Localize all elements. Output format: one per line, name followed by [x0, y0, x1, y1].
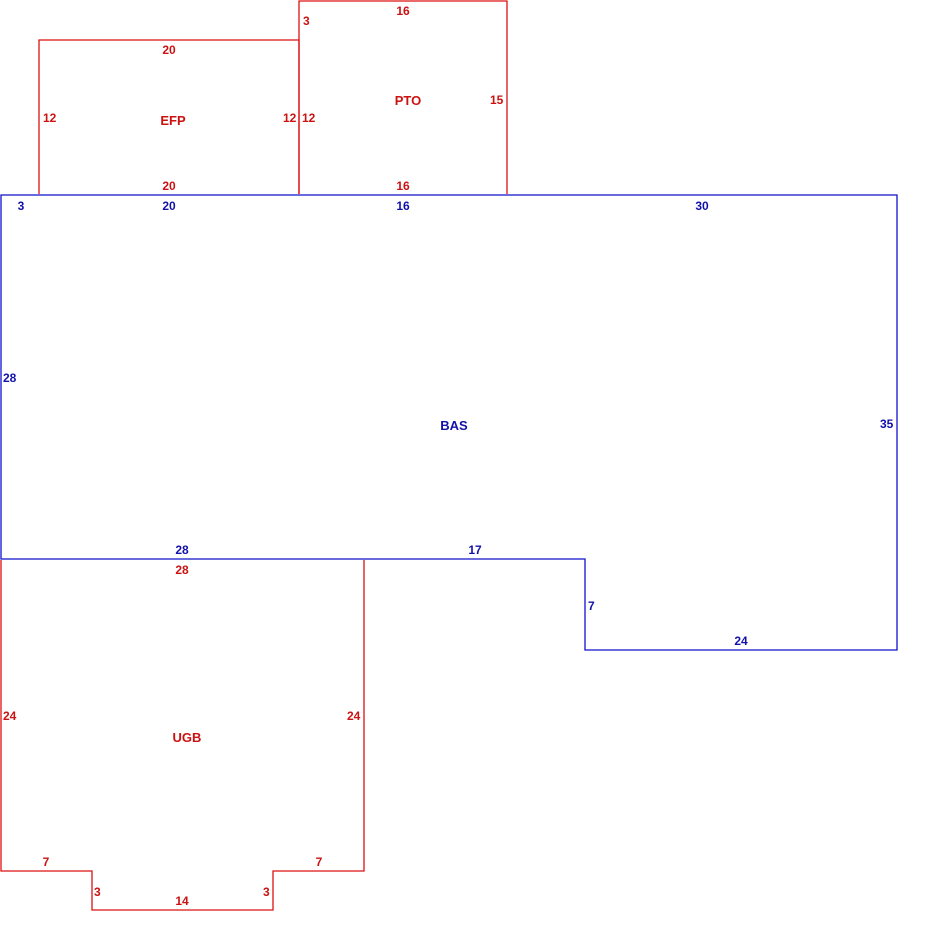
bas-left-dimension: 28: [3, 371, 17, 385]
efp-right-dimension: 12: [283, 111, 297, 125]
ugb-area: 28 24 24 7 7 3 3 14 UGB: [0, 560, 365, 911]
pto-top-dimension: 16: [396, 4, 410, 18]
bas-right-dimension: 35: [880, 417, 894, 431]
pto-bottom-dimension: 16: [396, 179, 410, 193]
pto-outline: [298, 0, 508, 194]
bas-top-left-corner-dimension: 3: [18, 199, 25, 213]
ugb-notch-left-dimension: 3: [94, 885, 101, 899]
ugb-bottom-right-dimension: 7: [316, 855, 323, 869]
pto-left-dimension: 12: [302, 111, 316, 125]
bas-top-segment-2-dimension: 16: [396, 199, 410, 213]
efp-top-dimension: 20: [162, 43, 176, 57]
pto-label: PTO: [395, 93, 422, 108]
ugb-right-dimension: 24: [347, 709, 361, 723]
ugb-outline: [0, 560, 365, 911]
bas-outline: [0, 194, 898, 651]
bas-notch-vertical-dimension: 7: [588, 599, 595, 613]
bas-label: BAS: [440, 418, 468, 433]
bas-bottom-segment-2-dimension: 17: [468, 543, 482, 557]
efp-area: 20 20 12 12 EFP: [38, 39, 300, 194]
bas-bottom-segment-1-dimension: 28: [175, 543, 189, 557]
ugb-notch-right-dimension: 3: [263, 885, 270, 899]
ugb-left-dimension: 24: [3, 709, 17, 723]
pto-corner-dimension: 3: [303, 14, 310, 28]
bas-top-segment-1-dimension: 20: [162, 199, 176, 213]
ugb-label: UGB: [173, 730, 202, 745]
pto-area: 3 16 16 12 15 PTO: [298, 0, 508, 194]
efp-bottom-dimension: 20: [162, 179, 176, 193]
ugb-bottom-left-dimension: 7: [43, 855, 50, 869]
efp-label: EFP: [160, 113, 186, 128]
ugb-bottom-center-dimension: 14: [175, 894, 189, 908]
bas-area: 3 20 16 30 28 35 28 17 7 24 BAS: [0, 194, 898, 651]
pto-right-dimension: 15: [490, 93, 504, 107]
efp-left-dimension: 12: [43, 111, 57, 125]
bas-bottom-right-dimension: 24: [734, 634, 748, 648]
ugb-top-dimension: 28: [175, 563, 189, 577]
bas-top-segment-3-dimension: 30: [695, 199, 709, 213]
